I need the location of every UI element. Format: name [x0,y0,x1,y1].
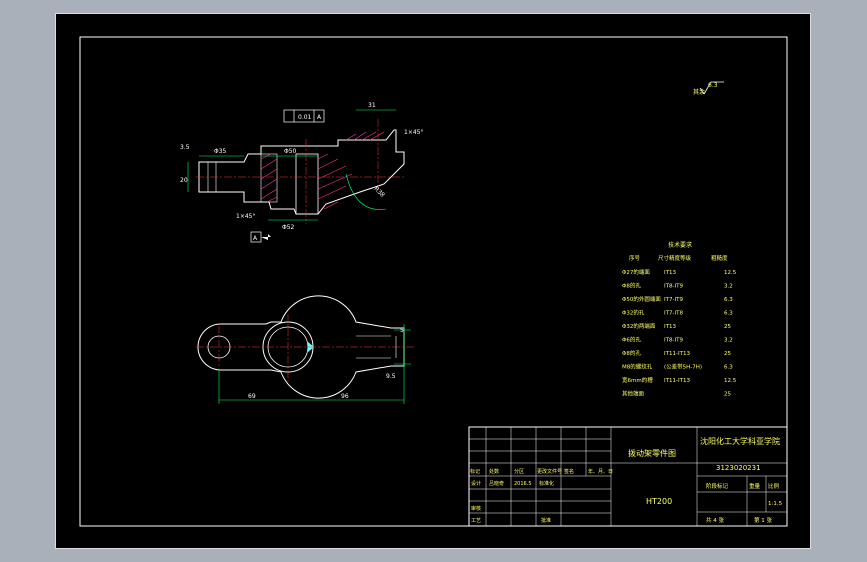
dim-r-right: R38 [373,185,386,198]
dim-d-left: Φ35 [214,148,227,155]
title-block: 拨动架零件图 沈阳化工大学科亚学院 3123020231 HT200 标记 处数… [468,426,788,527]
tech-req-cell: M8的螺纹孔 [622,363,653,371]
roughness-symbol [703,81,724,95]
tech-req-cell: Φ8的孔 [622,349,641,357]
tech-req-cell: 宽6mm的槽 [622,376,653,384]
dim-slot-top: 5 [400,327,404,334]
tb-stage-label: 阶段标记 [706,482,729,490]
tb-code: 3123020231 [716,464,761,472]
datum-a-arrow [261,234,271,240]
tech-req-cell: Φ50的外圆端面 [622,295,661,303]
tech-req-cell: 6.3 [724,365,733,371]
dim-d-mid: Φ50 [284,148,297,155]
tb-material: HT200 [646,497,672,506]
tb-review-label: 审核 [471,505,481,512]
drawing-border [79,36,788,527]
drawing-canvas: 其余 6.3 Φ35 Φ50 Φ52 31 3.5 20 1×45° 1×45°… [79,36,788,527]
tech-req-cell: 其他端面 [622,390,645,398]
hatch-lines-left [260,153,278,203]
dim-chamfer-bottom: 1×45° [236,213,255,220]
tb-row-label-4: 签名 [564,468,574,475]
hatch-lines-top [345,131,385,141]
tech-req-header-0: 序号 [629,254,641,262]
tech-req-cell: 6.3 [724,297,733,303]
tech-req-cell: 3.2 [724,284,733,290]
title-block-frame [468,426,788,527]
tb-row-label-5: 年、月、日 [588,468,613,475]
tb-process-label: 工艺 [471,518,481,524]
tech-req-cell: IT11-IT13 [664,351,690,357]
tech-req-cell: 25 [724,392,731,398]
tolerance-datum: A [317,114,322,121]
dim-w-top: 31 [368,102,376,109]
tb-date: 2016.5 [514,481,532,487]
tech-req-cell: 6.3 [724,311,733,317]
center-bore [295,153,319,215]
tech-req-cell: 3.2 [724,338,733,344]
hatch-zone-left [260,153,278,203]
roughness-note-value: 6.3 [708,82,718,89]
tech-req-cell: IT8-IT9 [664,284,683,290]
tb-row-label-0: 标记 [470,468,480,475]
tech-req-header-2: 粗糙度 [711,254,728,262]
roughness-symbol-tick [699,87,705,95]
top-view-outline [198,129,405,215]
tech-req-cell: 12.5 [724,270,737,276]
tech-req-cell: (公差带5H-7H) [664,363,702,371]
tech-req-cell: 25 [724,351,731,357]
dim-arc-radius [345,173,387,210]
tb-row-label-3: 更改文件号 [537,468,562,475]
bottom-plan-view: 69 96 5 9.5 [196,295,416,404]
dim-slot-bottom: 9.5 [386,373,396,380]
tech-req-cell: IT13 [664,270,676,276]
tech-req-cell: IT11-IT13 [664,378,690,384]
tolerance-value: 0.01 [298,114,312,121]
tech-req-cell: 12.5 [724,378,737,384]
dim-len-right: 96 [341,393,349,400]
tech-req-cell: IT7-IT9 [664,297,683,303]
tb-scale-label: 比例 [768,482,780,490]
tech-req-cell: Φ6的孔 [622,336,641,344]
tb-std-label: 标准化 [539,480,554,487]
tech-req-cell: Φ32的两端面 [622,322,656,330]
tb-scale: 1:1.5 [768,501,783,507]
tech-req-cell: IT8-IT9 [664,338,683,344]
dim-len-left: 69 [248,393,256,400]
dim-h-left: 20 [180,177,188,184]
datum-a-label: A [253,235,258,242]
tb-designer: 吕晓奇 [489,480,504,487]
tech-req-cell: IT7-IT8 [664,311,683,317]
roughness-note-label: 其余 [693,88,705,96]
tech-req-title: 技术要求 [668,241,692,249]
title-block-grid [469,427,787,526]
tech-req-cell: IT13 [664,324,676,330]
dim-d-bottom: Φ52 [282,224,295,231]
tech-req-cell: Φ32的孔 [622,309,645,317]
tb-approve-label: 批准 [541,517,551,524]
tech-req-cell: 25 [724,324,731,330]
dim-w-left: 3.5 [180,144,190,151]
tech-req-cell: Φ8的孔 [622,282,641,290]
cad-viewport[interactable]: 其余 6.3 Φ35 Φ50 Φ52 31 3.5 20 1×45° 1×45°… [55,13,811,549]
hatch-lines-mid [317,153,353,210]
tb-school: 沈阳化工大学科亚学院 [700,436,780,446]
tb-row-label-2: 分区 [514,468,524,475]
tb-sheet-no: 第 1 张 [754,516,772,524]
plan-view-outline [197,295,405,399]
dim-chamfer-top: 1×45° [404,129,423,136]
tb-weight-label: 重量 [749,482,761,490]
tech-req-header-1: 尺寸精度等级 [658,254,692,262]
tb-row-label-1: 处数 [489,468,499,475]
tolerance-frame[interactable] [283,109,325,123]
tb-part-name: 拨动架零件图 [628,448,676,458]
tb-sheet-total: 共 4 张 [706,516,724,524]
tb-design-label: 设计 [471,480,481,487]
tech-req-cell: Φ27的端面 [622,268,650,276]
top-section-view: Φ35 Φ50 Φ52 31 3.5 20 1×45° 1×45° R38 0.… [180,102,423,243]
